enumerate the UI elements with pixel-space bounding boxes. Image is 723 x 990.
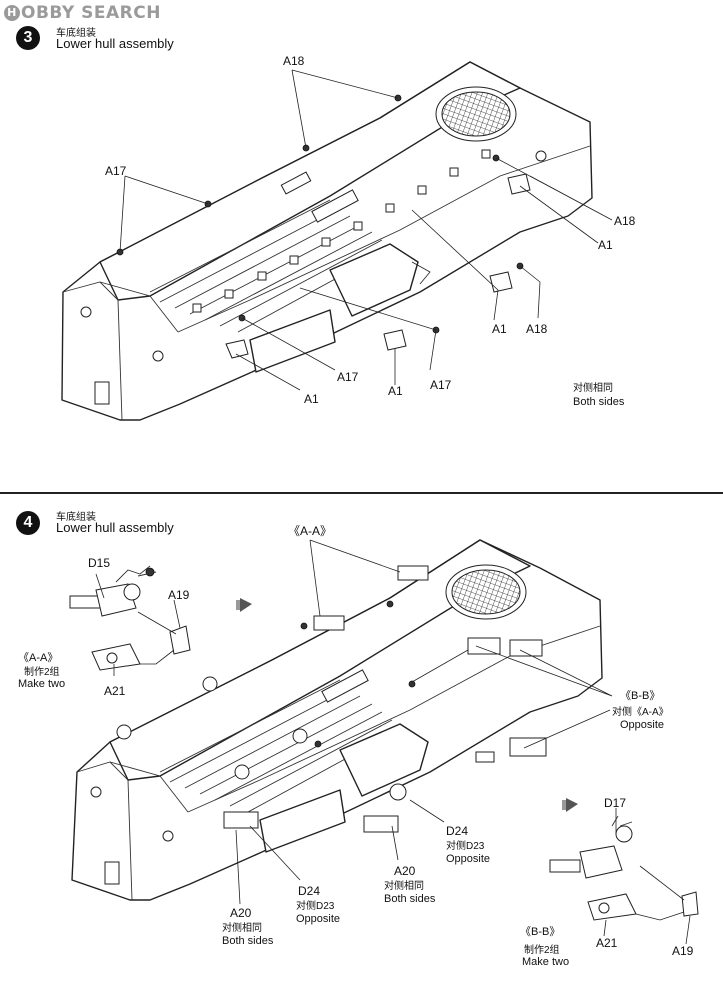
step4-make-two-en-right: Make two [522,956,570,968]
step4-label-a21-right: A21 [596,936,618,950]
step4-make-two-cn-right: 制作2组 [524,945,560,956]
step3-label-a18-mid: A18 [526,322,548,336]
step3-title-en: Lower hull assembly [56,36,174,51]
step4-label-d24-center: D24 [446,824,469,838]
subassembly-b-b [549,798,699,945]
step4-a20-left-en: Both sides [222,935,274,947]
step4-label-a20-center: A20 [394,864,416,878]
step3-title-cn: 车底组装 [56,28,96,39]
hobbysearch-logo-icon: H [4,5,20,21]
step4-hull [71,539,613,905]
step4-label-bb-right: 《B-B》 [620,690,661,702]
step3-label-a18-right: A18 [614,214,636,228]
step3-label-a17-left: A17 [105,164,127,178]
step3-label-a17-bottom: A17 [430,378,452,392]
step3-number-badge: 3 [16,26,40,50]
step4-label-a20-left: A20 [230,906,252,920]
step4-number-badge: 4 [16,511,40,535]
step3-hull [61,61,613,421]
step3-note-cn: 对侧相同 [573,383,613,394]
step3-label-a1-right: A1 [598,238,613,252]
step4-label-bb-bottom: 《B-B》 [520,926,561,938]
step4-label-d17: D17 [604,796,627,810]
step4-label-a19-right: A19 [672,944,694,958]
step4-opposite-en-right: Opposite [620,719,665,731]
subassembly-a-a [69,565,252,676]
step4-opposite-cn-right: 对侧《A-A》 [612,707,669,718]
step3-label-a1-mid: A1 [492,322,507,336]
step4-title-cn: 车底组装 [56,512,96,523]
step3-label-a17-center: A17 [337,370,359,384]
step3-label-a1-left: A1 [388,384,403,398]
step3-note-en: Both sides [573,396,625,408]
step4-d24-left-cn: 对侧D23 [296,901,335,912]
step4-label-aa-top: 《A-A》 [288,524,333,538]
step4-title-en: Lower hull assembly [56,520,174,535]
step4-d24-left-en: Opposite [296,913,341,925]
step4-label-a21-left: A21 [104,684,126,698]
step4-make-two-cn-left: 制作2组 [24,667,60,678]
step3-label-a1-bottom: A1 [304,392,319,406]
step3-label-a18-top: A18 [283,54,305,68]
step4-d24-center-cn: 对侧D23 [446,841,485,852]
step4-a20-center-cn: 对侧相同 [384,881,424,892]
step-divider [0,492,723,494]
step4-a20-left-cn: 对侧相同 [222,923,262,934]
step4-label-d24-left: D24 [298,884,321,898]
step4-make-two-en-left: Make two [18,678,66,690]
step4-label-aa-left: 《A-A》 [18,652,59,664]
step4-label-d15: D15 [88,556,111,570]
step4-a20-center-en: Both sides [384,893,436,905]
watermark-text: OBBY SEARCH [21,3,161,23]
step4-label-a19-left: A19 [168,588,190,602]
step4-d24-center-en: Opposite [446,853,491,865]
